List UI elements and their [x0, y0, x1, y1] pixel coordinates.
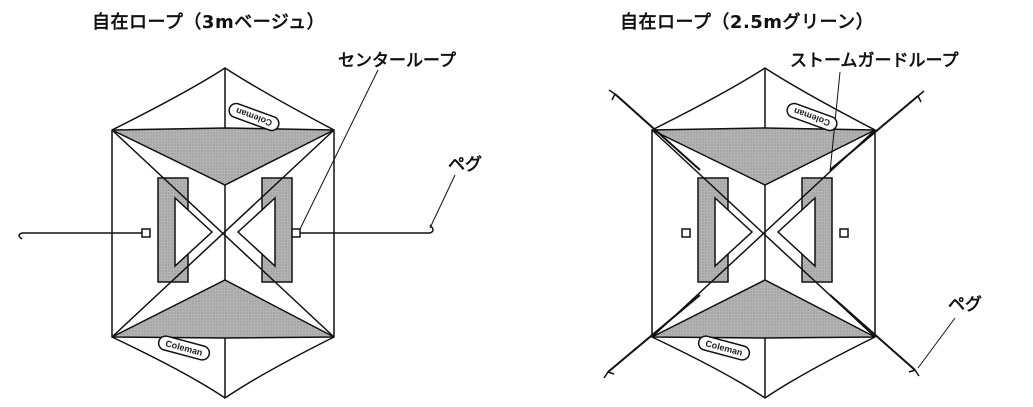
left-logo-bottom: Coleman — [157, 335, 211, 361]
right-rope-bottom-left — [607, 294, 701, 373]
right-rope-top-right — [829, 95, 919, 171]
left-tent: Coleman Coleman — [18, 67, 456, 399]
right-rope-bottom-right — [829, 294, 916, 371]
left-center-loop-label: センターループ — [338, 51, 456, 71]
right-diagram-title: 自在ロープ（2.5mグリーン） — [620, 12, 875, 33]
left-peg-label: ペグ — [448, 155, 482, 175]
left-diagram-title: 自在ロープ（3mベージュ） — [92, 12, 326, 33]
right-peg-label: ペグ — [948, 295, 982, 315]
right-tent: Coleman Coleman — [603, 67, 956, 399]
right-rope-top-left — [614, 93, 701, 171]
right-storm-guard-loop-label: ストームガードループ — [790, 51, 959, 71]
right-logo-bottom: Coleman — [697, 335, 751, 361]
